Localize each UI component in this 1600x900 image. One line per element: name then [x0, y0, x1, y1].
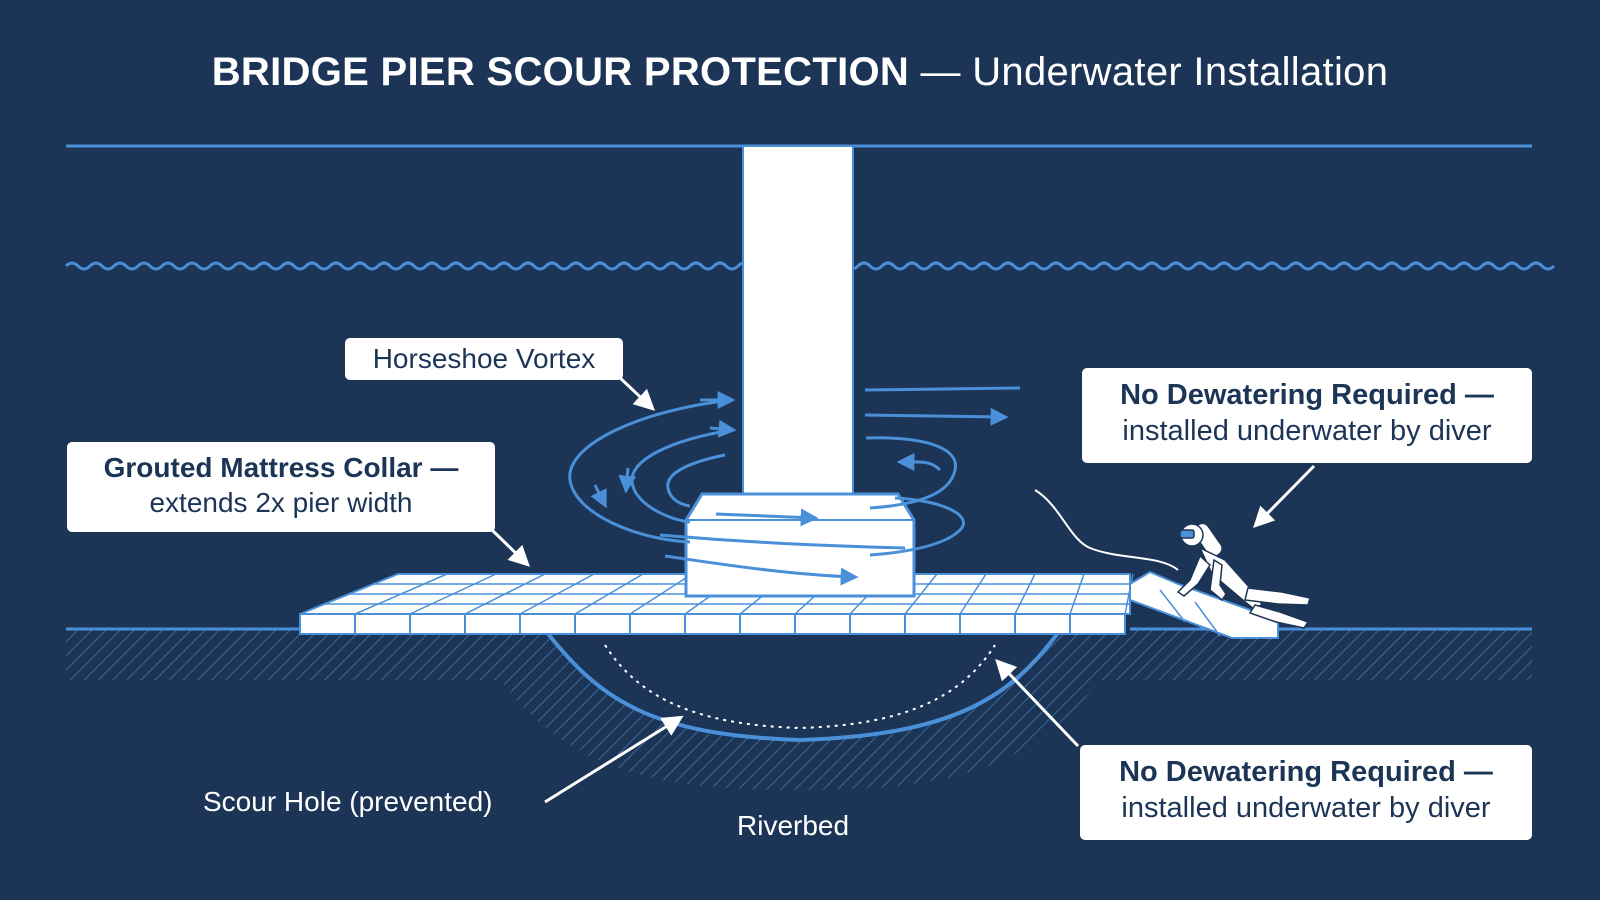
collar-block: [794, 613, 851, 635]
collar-grid-line: [574, 573, 644, 615]
collar-block: [299, 613, 356, 635]
dewatering-top-title: No Dewatering Required —: [1120, 379, 1494, 411]
pier-column: [742, 145, 854, 497]
collar-grid-line: [1014, 573, 1036, 615]
collar-grid-line: [904, 573, 938, 615]
horseshoe-vortex-label: Horseshoe Vortex: [372, 343, 596, 374]
collar-block: [1069, 613, 1126, 635]
collar-block: [354, 613, 411, 635]
collar-grid-line: [1069, 573, 1085, 615]
arrow-icon: [995, 658, 1080, 748]
collar-grid-line: [519, 573, 595, 615]
collar-grid-line: [629, 573, 693, 615]
collar-block: [959, 613, 1016, 635]
collar-block: [849, 613, 906, 635]
collar-block: [574, 613, 631, 635]
title-bold: BRIDGE PIER SCOUR PROTECTION: [211, 50, 910, 94]
dewatering-top-detail: installed underwater by diver: [1122, 415, 1492, 448]
page-title: BRIDGE PIER SCOUR PROTECTION — Underwate…: [0, 50, 1600, 95]
collar-label-title: Grouted Mattress Collar —: [103, 452, 459, 483]
collar-grid-line: [299, 573, 399, 615]
collar-block: [739, 613, 796, 635]
collar-block: [904, 613, 961, 635]
arrow-icon: [1253, 464, 1316, 528]
dewatering-bottom-detail: installed underwater by diver: [1121, 792, 1491, 825]
riverbed-ground: [66, 627, 1532, 790]
arrow-icon: [544, 715, 684, 804]
collar-grid-line: [1194, 601, 1221, 637]
grouted-mattress-collar: [299, 570, 1279, 639]
collar-grid-line: [354, 573, 448, 615]
diver-tether: [1034, 489, 1179, 571]
riverbed-label: Riverbed: [737, 810, 850, 841]
arrow-icon: [616, 374, 656, 411]
collar-block: [684, 613, 741, 635]
dewatering-bottom-title: No Dewatering Required —: [1119, 756, 1493, 788]
collar-block: [519, 613, 576, 635]
collar-grid-line: [409, 573, 497, 615]
horseshoe-vortex-callout: Horseshoe Vortex: [345, 338, 623, 380]
dewatering-callout-bottom: No Dewatering Required — installed under…: [1080, 745, 1532, 840]
collar-grid-line: [1159, 589, 1186, 623]
collar-grid-line: [959, 573, 987, 615]
collar-block: [409, 613, 466, 635]
collar-label-detail: extends 2x pier width: [149, 487, 413, 518]
title-rest: — Underwater Installation: [909, 50, 1389, 94]
diver-icon: [1176, 522, 1311, 629]
arrow-icon: [490, 528, 531, 567]
scour-hole-label: Scour Hole (prevented): [203, 786, 493, 817]
horseshoe-vortex-flow: [568, 386, 1021, 586]
callout-arrows: [490, 374, 1316, 804]
collar-block: [629, 613, 686, 635]
collar-block: [1014, 613, 1071, 635]
dewatering-callout-top: No Dewatering Required — installed under…: [1082, 368, 1532, 463]
collar-grid-line: [1129, 599, 1233, 639]
collar-block: [464, 613, 521, 635]
collar-grid-line: [464, 573, 546, 615]
collar-callout: Grouted Mattress Collar — extends 2x pie…: [67, 442, 495, 532]
scour-hole-outline: [604, 644, 996, 730]
